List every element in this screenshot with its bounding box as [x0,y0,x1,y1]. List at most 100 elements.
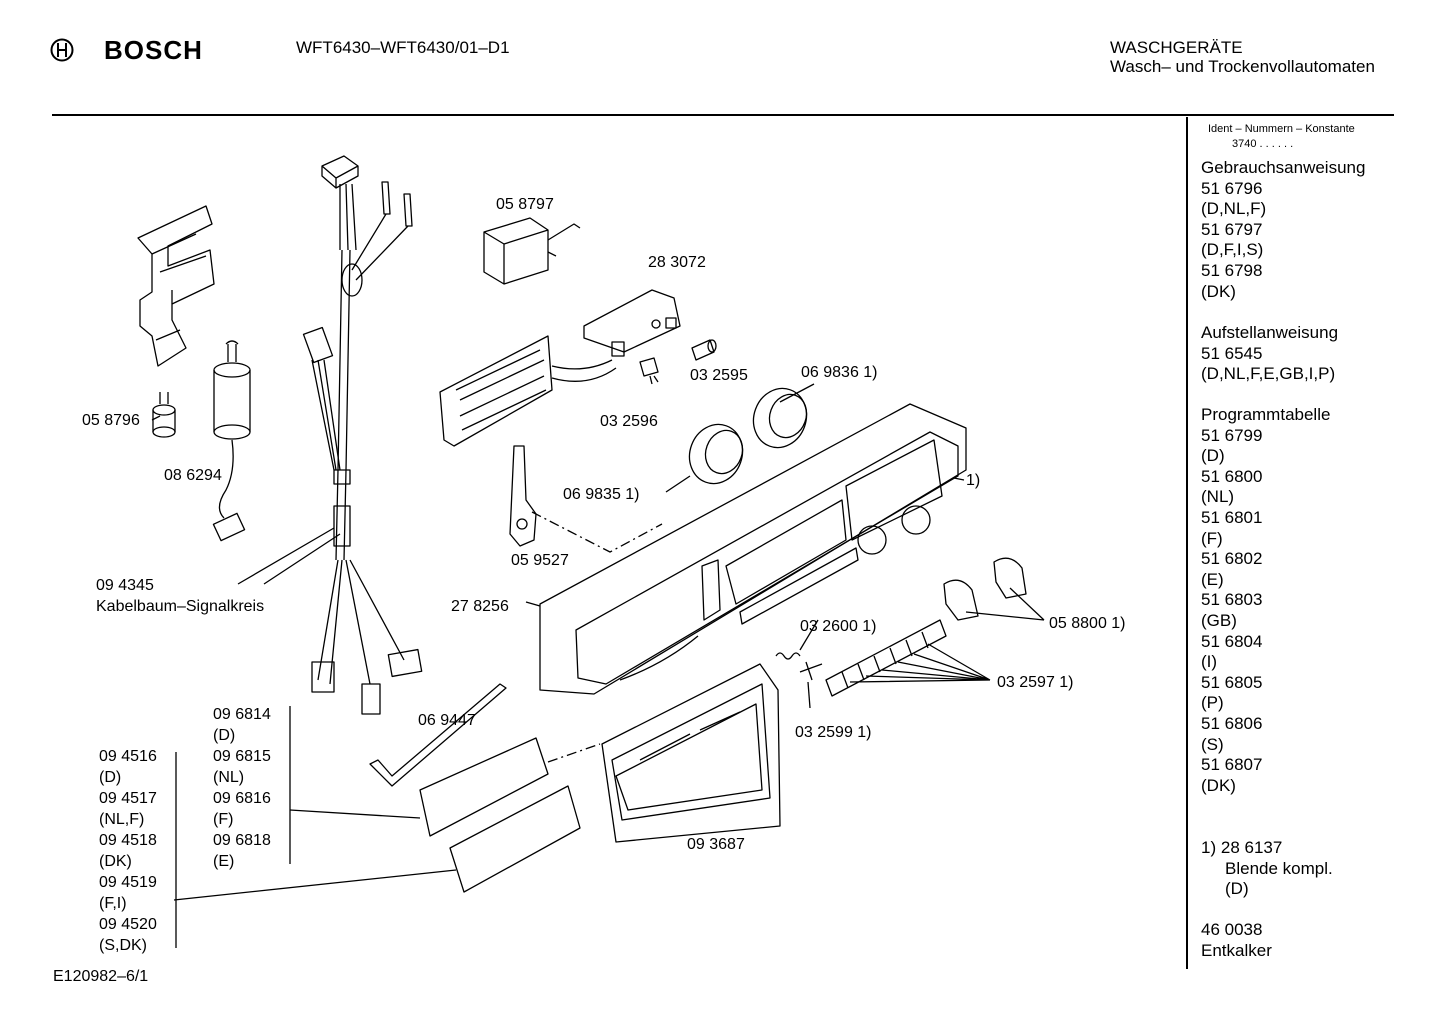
list-item: (S,DK) [99,937,147,954]
section-line: 51 6796 [1201,178,1263,198]
insert-list-left: 09 4516 (D) 09 4517 (NL,F) 09 4518 (DK) … [99,746,157,956]
knobs [688,387,808,485]
list-item: (E) [213,853,235,870]
part-label: 09 3687 [687,836,745,853]
list-item: (NL) [213,769,245,786]
part-label: 03 2600 1) [800,618,877,635]
insert-list-right: 09 6814 (D) 09 6815 (NL) 09 6816 (F) 09 … [213,704,271,872]
section-line: 51 6804 [1201,631,1263,651]
header-divider [52,114,1394,116]
lever [509,445,537,547]
ident-value: 3740 . . . . . . [1232,138,1294,150]
part-label: 05 8797 [496,196,554,213]
section-line: 51 6801 [1201,507,1263,527]
section-line: 51 6798 [1201,260,1263,280]
section-line: (D,NL,F,E,GB,I,P) [1201,364,1336,384]
list-item: 09 6816 [213,790,271,807]
section-line: 51 6803 [1201,590,1263,610]
switch-part [483,217,581,285]
section-line: 51 6800 [1201,466,1263,486]
section-line: 51 6802 [1201,549,1263,569]
button-caps [943,557,1027,621]
suppressor [152,392,176,438]
part-label: 06 9447 [418,712,476,729]
list-item: 09 4520 [99,916,157,933]
circuit-board [583,289,681,357]
cable-harness [302,249,423,715]
section-line: (E) [1201,569,1224,589]
drawing-id: E120982–6/1 [53,968,149,985]
section-line: 51 6806 [1201,713,1263,733]
list-item: (D) [99,769,122,786]
bosch-logo-icon [50,38,74,62]
part-label: 06 9835 1) [563,486,640,503]
list-item: (D) [213,727,236,744]
list-item: (DK) [99,853,132,870]
control-panel [539,403,967,695]
part-label: 03 2595 [690,367,748,384]
list-item: 09 4518 [99,832,157,849]
section-line: (S) [1201,734,1224,754]
part-label: 27 8256 [451,598,509,615]
extra-part-section: 46 0038 Entkalker [1201,920,1272,961]
category-title: WASCHGERÄTE [1110,38,1243,57]
legend-brackets [175,706,291,948]
list-item: 09 6814 [213,706,271,723]
part-desc: Kabelbaum–Signalkreis [96,598,265,615]
section-line: (F) [1201,528,1223,548]
footnote-desc: Blende kompl. [1225,858,1333,878]
harness-top-connector [321,155,413,297]
part-label: 28 3072 [648,254,706,271]
footnote-section: 1) 28 6137 Blende kompl. (D) [1201,838,1333,900]
category-subtitle: Wasch– und Trockenvollautomaten [1110,57,1375,76]
footnote-line: 1) 28 6137 [1201,838,1333,859]
label-inserts [419,737,581,893]
handle-bar [369,683,507,787]
list-item: 09 4517 [99,790,157,807]
part-label: 05 8800 1) [1049,615,1126,632]
section-line: (P) [1201,693,1224,713]
part-label: 03 2599 1) [795,724,872,741]
list-item: 09 6815 [213,748,271,765]
leader-lines [151,383,1045,901]
spring-and-pin [775,652,823,681]
section-line: (DK) [1201,775,1236,795]
section-line: (NL) [1201,487,1235,507]
section-line: 51 6545 [1201,343,1263,363]
section-line: (D) [1201,446,1225,466]
program-table-section: Programmtabelle 51 6799 (D) 51 6800 (NL)… [1201,405,1330,796]
section-line: 51 6799 [1201,425,1263,445]
list-item: 09 4516 [99,748,157,765]
section-line: 51 6805 [1201,672,1263,692]
mounting-bracket [137,205,215,367]
list-item: 09 6818 [213,832,271,849]
ident-label: Ident – Nummern – Konstante [1208,123,1355,135]
section-title: Gebrauchsanweisung [1201,158,1366,177]
section-line: (D,F,I,S) [1201,240,1264,260]
list-item: 09 4519 [99,874,157,891]
control-board [439,335,617,447]
part-label: 08 6294 [164,467,222,484]
small-components [639,339,717,385]
section-title: Programmtabelle [1201,405,1331,424]
model-number: WFT6430–WFT6430/01–D1 [296,38,510,57]
part-label: 1) [966,472,981,489]
part-label: 03 2596 [600,413,658,430]
installation-section: Aufstellanweisung 51 6545 (D,NL,F,E,GB,I… [1201,323,1338,385]
list-item: (F,I) [99,895,127,912]
footnote-number: 28 6137 [1220,838,1283,857]
part-label: 03 2597 1) [997,674,1074,691]
manual-section: Gebrauchsanweisung 51 6796 (D,NL,F) 51 6… [1201,158,1365,302]
extra-number: 46 0038 [1201,920,1263,939]
part-label: 06 9836 1) [801,364,878,381]
part-label: 05 8796 [82,412,140,429]
list-item: (NL,F) [99,811,145,828]
exploded-diagram [137,155,1045,948]
list-item: (F) [213,811,234,828]
section-line: (DK) [1201,281,1236,301]
section-line: 51 6807 [1201,755,1263,775]
section-line: 51 6797 [1201,219,1263,239]
extra-desc: Entkalker [1201,940,1272,960]
section-title: Aufstellanweisung [1201,323,1339,342]
capacitor [212,340,251,542]
